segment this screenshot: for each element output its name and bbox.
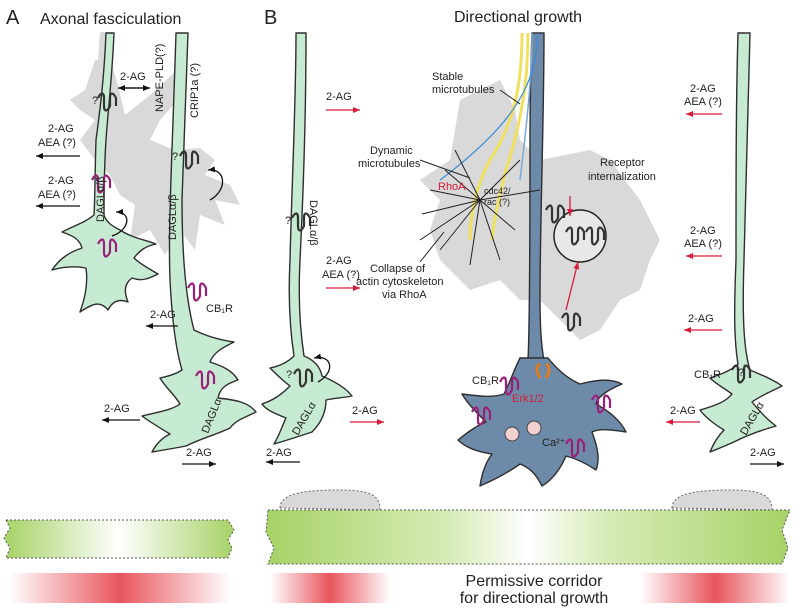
label-receptor-internalization: Receptor — [600, 157, 645, 169]
label-2ag: 2-AG — [352, 405, 378, 417]
panel-b: B Directional growth ? ? DAGLα/β 2-AG 2-… — [261, 7, 784, 487]
axon-b-right — [699, 32, 783, 453]
label-2ag: 2-AG — [750, 447, 776, 459]
panel-a-letter: A — [6, 7, 20, 29]
label-collapse: Collapse of — [370, 263, 426, 275]
label-dynamic: Dynamic — [370, 145, 413, 157]
gradient-b-left — [270, 573, 390, 603]
question-mark: ? — [92, 95, 98, 107]
gradient-b-right — [640, 573, 790, 603]
curved-arrow — [111, 209, 128, 237]
question-mark: ? — [286, 369, 292, 381]
microtubule — [468, 32, 524, 241]
curved-arrow — [207, 166, 224, 201]
label-cdc42: rac (?) — [484, 197, 510, 207]
label-nape-pld: NAPE-PLD(?) — [154, 44, 166, 112]
question-mark: ? — [285, 215, 291, 227]
microtubule — [490, 32, 530, 241]
panel-a: A Axonal fasciculation ? ? 2-AG 2-AG AEA… — [6, 7, 257, 467]
label-2ag: 2-AG — [104, 403, 130, 415]
label-2ag: 2-AG — [690, 83, 716, 95]
label-2ag: 2-AG — [120, 71, 146, 83]
label-cb1r: CB₁R — [472, 375, 499, 387]
gradient-a — [10, 573, 230, 603]
label-2ag: 2-AG — [326, 255, 352, 267]
panel-a-title: Axonal fasciculation — [40, 11, 181, 28]
microtubule — [439, 32, 539, 181]
axon-b-left — [261, 32, 353, 445]
footer-line-2: for directional growth — [460, 590, 609, 607]
axon-a-right — [141, 32, 257, 453]
label-2ag: 2-AG — [48, 123, 74, 135]
label-aea: AEA (?) — [684, 96, 722, 108]
microtubule — [519, 32, 533, 181]
substrate-a — [3, 519, 235, 603]
label-aea: AEA (?) — [684, 238, 722, 250]
label-aea: AEA (?) — [38, 137, 76, 149]
label-dagl-ab: DAGLα/β — [95, 176, 107, 222]
label-2ag: 2-AG — [326, 91, 352, 103]
label-rhoa: RhoA — [438, 181, 466, 193]
question-mark: ? — [172, 151, 178, 163]
label-2ag: 2-AG — [266, 447, 292, 459]
label-collapse: via RhoA — [382, 289, 427, 301]
actin-spikes — [419, 149, 541, 266]
label-aea: AEA (?) — [38, 189, 76, 201]
label-2ag: 2-AG — [48, 175, 74, 187]
label-2ag: 2-AG — [688, 313, 714, 325]
red-arrow-up — [565, 261, 580, 311]
footer-line-1: Permissive corridor — [466, 573, 604, 590]
label-2ag: 2-AG — [186, 447, 212, 459]
label-collapse: actin cytoskeleton — [356, 276, 443, 288]
label-dagl-ab: DAGLα/β — [307, 200, 319, 246]
question-mark: ? — [738, 367, 744, 379]
internalization-vesicle — [553, 209, 607, 263]
panel-b-letter: B — [264, 7, 277, 29]
label-cb1r: CB₁R — [206, 303, 233, 315]
label-receptor-internalization: internalization — [588, 171, 656, 183]
label-2ag: 2-AG — [670, 405, 696, 417]
axon-a-left — [51, 32, 159, 313]
label-2ag: 2-AG — [690, 225, 716, 237]
gray-neuron-a — [70, 58, 240, 255]
label-crip1a: CRIP1a (?) — [189, 63, 201, 118]
label-cb1r: CB₁R — [694, 369, 721, 381]
label-cdc42: cdc42/ — [484, 186, 511, 196]
panel-b-title: Directional growth — [454, 9, 582, 26]
label-dynamic: microtubules — [358, 158, 421, 170]
label-calcium: Ca²⁺ — [542, 437, 566, 449]
label-stable: Stable — [432, 71, 463, 83]
label-erk: Erk1/2 — [512, 393, 544, 405]
label-aea: AEA (?) — [322, 269, 360, 281]
label-stable: microtubules — [432, 84, 495, 96]
curved-arrow — [313, 353, 331, 383]
label-2ag: 2-AG — [150, 309, 176, 321]
substrate-b — [265, 489, 791, 603]
label-dagl-ab: DAGLα/β — [167, 194, 179, 240]
